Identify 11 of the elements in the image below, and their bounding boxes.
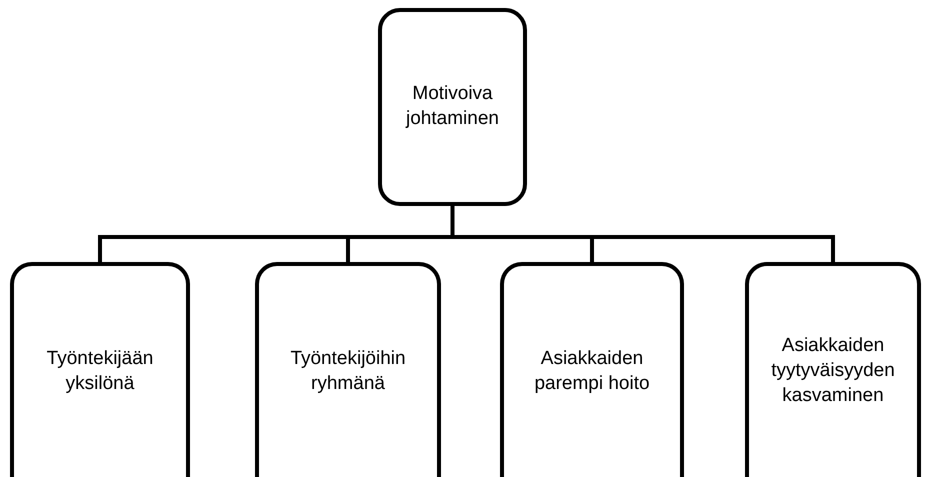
rounded-box [10,262,190,477]
rounded-box [745,262,921,477]
box-label: Motivoiva johtaminen [404,82,500,131]
rounded-box [500,262,684,477]
box-label: Työntekijään yksilönä [46,346,154,396]
box-label: Työntekijöihin ryhmänä [289,346,407,396]
rounded-box [255,262,441,477]
box-label: Asiakkaiden parempi hoito [533,346,651,396]
box-label: Asiakkaiden tyytyväisyyden kasvaminen [770,334,896,408]
rounded-box [378,8,527,206]
connector-line [450,206,835,262]
